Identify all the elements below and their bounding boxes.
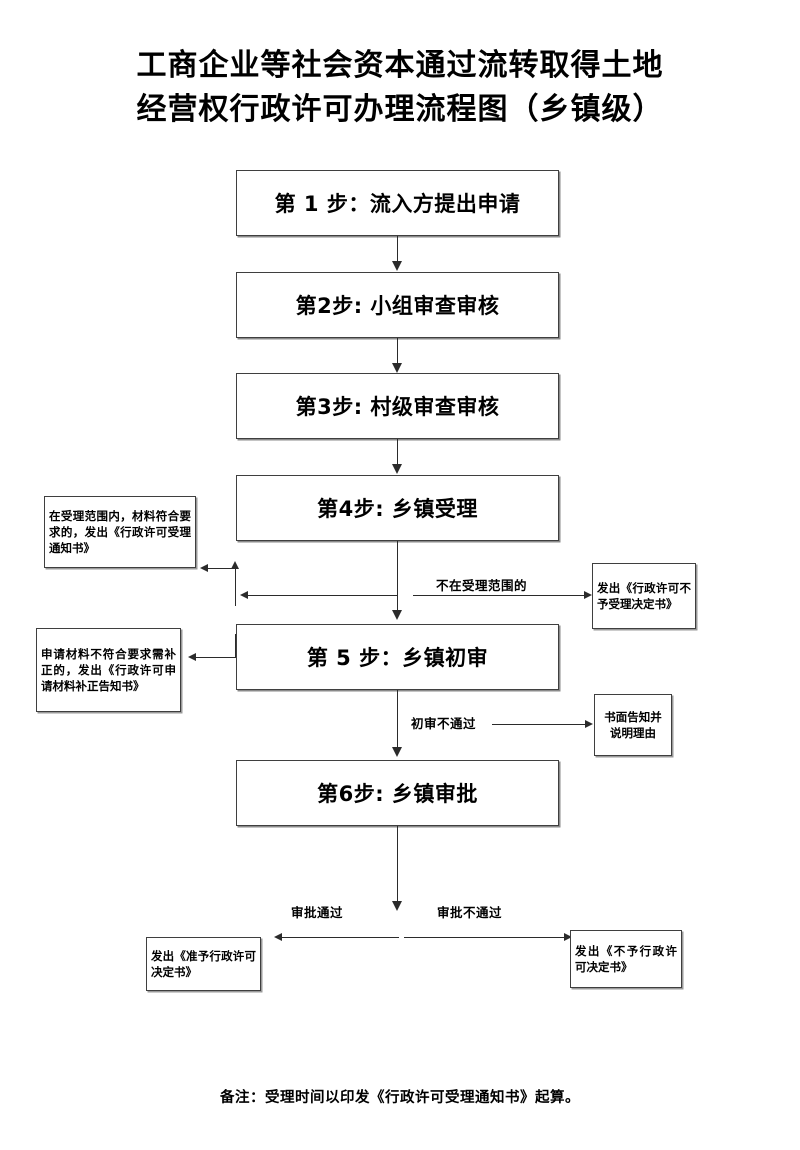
note-disapprove-text: 发出《不予行政许可决定书》 [575, 944, 677, 974]
note-supplement-text: 申请材料不符合要求需补正的，发出《行政许可申请材料补正告知书》 [41, 647, 176, 693]
page-title: 工商企业等社会资本通过流转取得土地 经营权行政许可办理流程图（乡镇级） [0, 44, 800, 132]
note-written-notice-text: 书面告知并说明理由 [604, 710, 662, 740]
arrowhead-step2-step3 [391, 363, 402, 373]
step-6-label: 第6步: 乡镇审批 [317, 782, 478, 806]
arrowhead-not-approved-rail [564, 932, 572, 941]
connector-accept-note [208, 568, 235, 569]
edge-label-not-approved: 审批不通过 [437, 905, 503, 920]
note-box-accept: 在受理范围内，材料符合要求的，发出《行政许可受理通知书》 [44, 496, 196, 568]
arrowhead-step5-step6 [391, 747, 402, 757]
step-box-3: 第3步: 村级审查审核 [236, 373, 559, 439]
edge-label-out-of-scope: 不在受理范围的 [436, 578, 528, 593]
note-accept-text: 在受理范围内，材料符合要求的，发出《行政许可受理通知书》 [49, 509, 191, 555]
step-2-label: 第2步: 小组审查审核 [295, 294, 500, 318]
step-5-label: 第 5 步：乡镇初审 [306, 646, 489, 670]
step-box-5: 第 5 步：乡镇初审 [236, 624, 559, 690]
arrowhead-approved-rail [274, 932, 282, 941]
connector-prelim-fail [492, 724, 586, 725]
note-approve-text: 发出《准予行政许可决定书》 [151, 949, 256, 979]
arrowhead-out-of-scope [584, 590, 592, 599]
connector-step4-step5 [397, 541, 398, 611]
arrowhead-prelim-fail [585, 719, 593, 728]
arrowhead-step1-step2 [391, 261, 402, 271]
arrowhead-accept-note [200, 563, 208, 572]
note-box-reject-accept: 发出《行政许可不予受理决定书》 [592, 563, 696, 629]
note-box-written-notice: 书面告知并说明理由 [594, 694, 672, 756]
connector-step5-step6 [397, 690, 398, 748]
connector-supplement-riser [235, 634, 236, 658]
step-box-2: 第2步: 小组审查审核 [236, 272, 559, 338]
step-box-1: 第 1 步：流入方提出申请 [236, 170, 559, 236]
connector-step6-split [397, 826, 398, 902]
page-title-line-1: 工商企业等社会资本通过流转取得土地 [136, 48, 664, 83]
step-box-6: 第6步: 乡镇审批 [236, 760, 559, 826]
edge-label-prelim-fail: 初审不通过 [411, 716, 477, 731]
arrowhead-step3-step4 [391, 464, 402, 474]
connector-step3-step4 [397, 439, 398, 465]
note-reject-accept-text: 发出《行政许可不予受理决定书》 [597, 581, 691, 611]
connector-step4-left-rail [248, 595, 398, 596]
arrowhead-step4-step5 [391, 610, 402, 620]
arrowhead-step6-split [391, 901, 402, 911]
connector-not-approved-rail [404, 937, 565, 938]
step-3-label: 第3步: 村级审查审核 [295, 395, 500, 419]
footnote: 备注：受理时间以印发《行政许可受理通知书》起算。 [220, 1090, 580, 1106]
connector-approved-rail [282, 937, 399, 938]
connector-step2-step3 [397, 338, 398, 364]
note-box-disapprove: 发出《不予行政许可决定书》 [570, 930, 682, 988]
connector-step1-step2 [397, 236, 398, 262]
step-1-label: 第 1 步：流入方提出申请 [274, 192, 521, 216]
arrowhead-step4-left-rail [240, 590, 248, 599]
connector-accept-riser [235, 568, 236, 606]
connector-out-of-scope [413, 595, 585, 596]
arrowhead-accept-riser [231, 561, 239, 569]
step-box-4: 第4步: 乡镇受理 [236, 475, 559, 541]
step-4-label: 第4步: 乡镇受理 [317, 497, 478, 521]
note-box-supplement: 申请材料不符合要求需补正的，发出《行政许可申请材料补正告知书》 [36, 628, 181, 712]
connector-supplement-note [196, 657, 236, 658]
edge-label-approved: 审批通过 [291, 905, 344, 920]
page-title-line-2: 经营权行政许可办理流程图（乡镇级） [136, 92, 664, 127]
note-box-approve: 发出《准予行政许可决定书》 [146, 937, 261, 991]
arrowhead-supplement-note [188, 652, 196, 661]
